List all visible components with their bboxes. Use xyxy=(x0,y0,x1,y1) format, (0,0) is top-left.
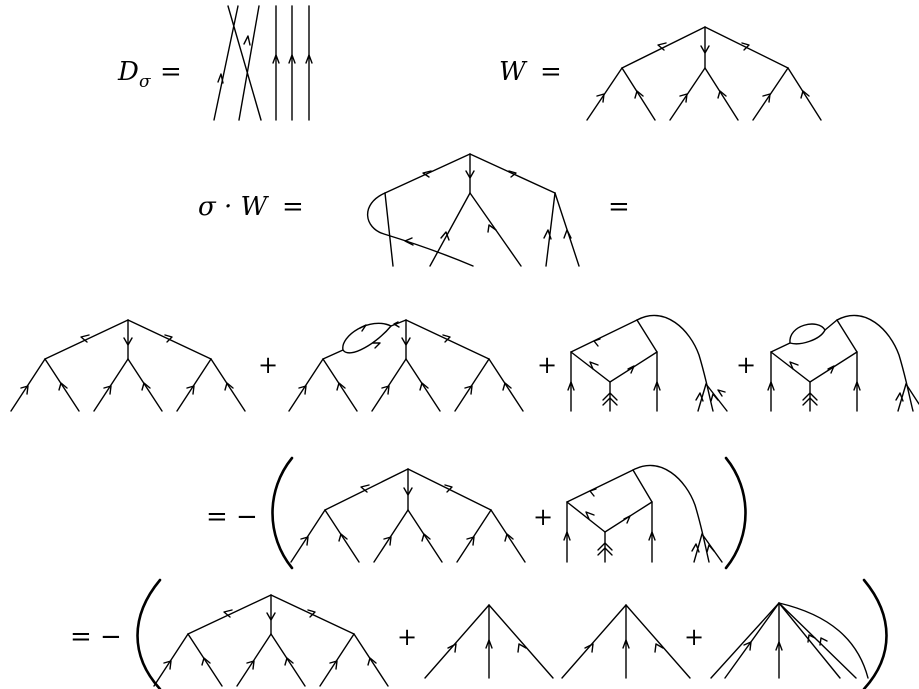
right-paren-1 xyxy=(724,456,747,570)
term-vertex-1 xyxy=(424,604,554,679)
plus-sign-2: + xyxy=(537,351,557,379)
plus-sign-1: + xyxy=(258,351,278,379)
left-paren-2 xyxy=(136,578,162,689)
w-symbol: W xyxy=(499,57,528,87)
right-paren-2 xyxy=(862,578,888,689)
plus-sign-6: + xyxy=(684,623,704,651)
term-box-diagram-3 xyxy=(563,464,723,563)
negative-equals-2: = − xyxy=(70,622,122,652)
term-tree-2-with-loop xyxy=(288,319,524,412)
term-tree-4 xyxy=(153,594,389,687)
left-paren-1 xyxy=(271,456,294,570)
term-vertex-2 xyxy=(561,604,691,679)
term-tree-3 xyxy=(290,468,526,563)
term-box-diagram-2-with-loop xyxy=(767,314,919,412)
term-box-diagram-1 xyxy=(567,314,728,412)
d-sigma-symbol: D xyxy=(117,57,139,87)
term-vertex-fan xyxy=(710,602,869,679)
negative-equals-1: = − xyxy=(206,502,258,532)
term-tree-1 xyxy=(10,319,246,412)
equals-sign-4: = xyxy=(608,192,630,222)
plus-sign-5: + xyxy=(397,623,417,651)
d-sigma-subscript: σ xyxy=(139,72,151,92)
d-sigma-permutation-diagram xyxy=(213,5,313,121)
plus-sign-4: + xyxy=(533,503,553,531)
w-label: W = xyxy=(499,57,562,87)
equals-sign-3: = xyxy=(282,192,304,222)
d-sigma-label: D σ = xyxy=(117,57,182,92)
equals-sign-2: = xyxy=(540,57,562,87)
sigma-w-label: σ · W xyxy=(198,192,270,222)
sigma-w-diagram xyxy=(367,153,580,267)
plus-sign-3: + xyxy=(736,351,756,379)
w-tree-diagram xyxy=(586,26,822,121)
equals-sign-1: = xyxy=(160,57,182,87)
